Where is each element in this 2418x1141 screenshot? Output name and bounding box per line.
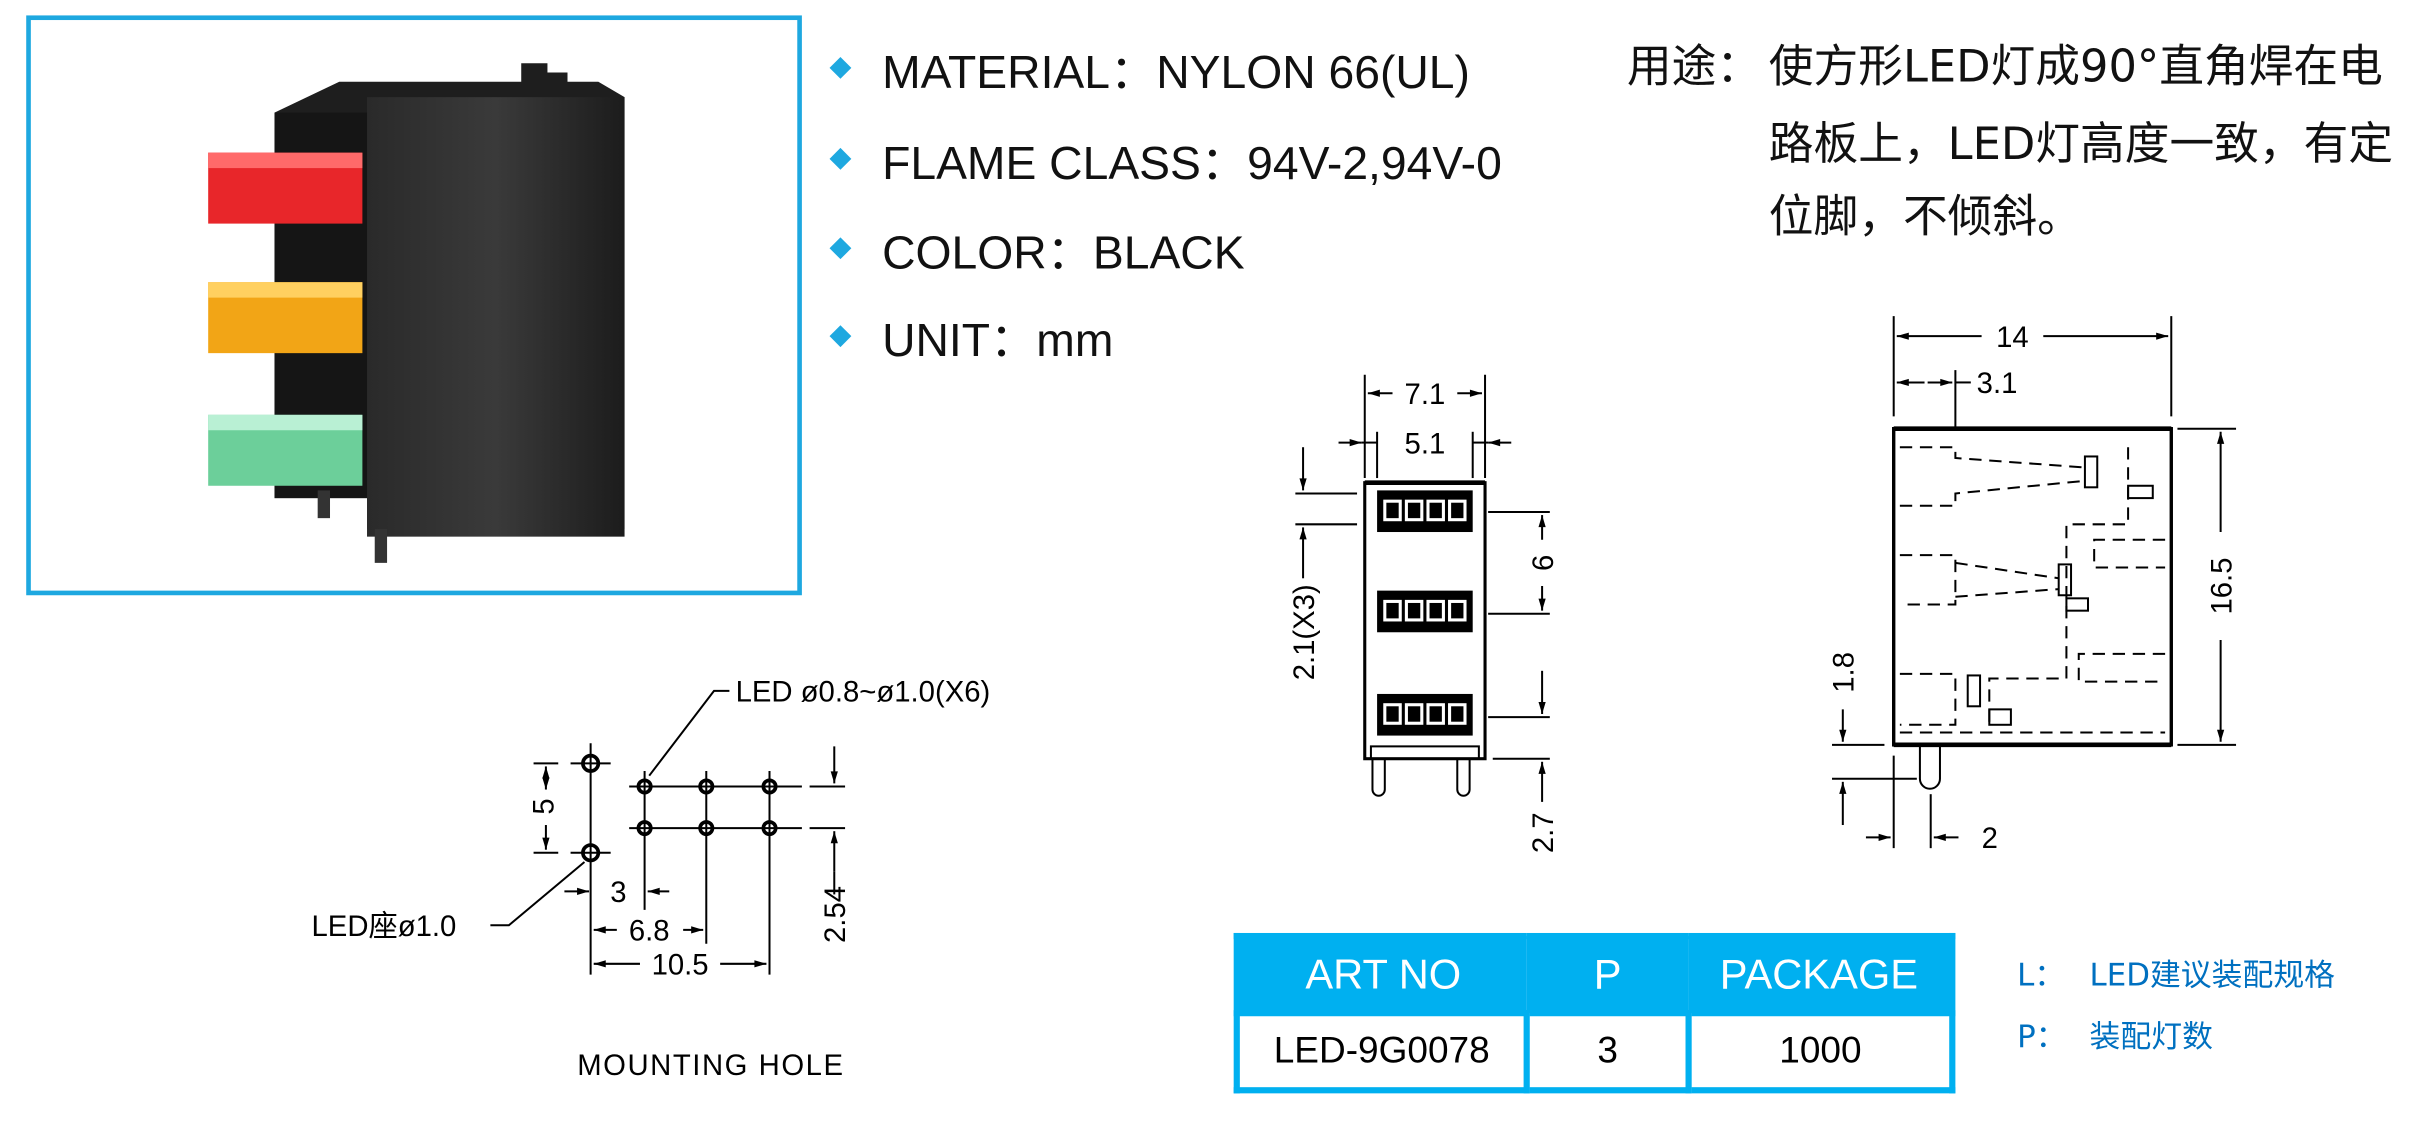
table-header-row: ART NO P PACKAGE bbox=[1236, 936, 1953, 1014]
usage-line: 使方形LED灯成90°直角焊在电 bbox=[1768, 40, 2383, 93]
legend-p-text: 装配灯数 bbox=[2089, 1017, 2213, 1055]
product-table: ART NO P PACKAGE LED-9G0078 3 1000 bbox=[1233, 932, 1956, 1094]
side-view-drawing bbox=[1832, 316, 2237, 849]
dim-2-1-x3: 2.1(X3) bbox=[1288, 584, 1321, 680]
dim-5: 5 bbox=[528, 798, 561, 814]
dim-3-1: 3.1 bbox=[1977, 367, 2018, 400]
dim-2-54: 2.54 bbox=[819, 886, 852, 943]
spec-flame-class: FLAME CLASS：94V-2,94V-0 bbox=[829, 125, 1502, 193]
mounting-hole-title: MOUNTING HOLE bbox=[577, 1049, 844, 1082]
dim-10-5: 10.5 bbox=[652, 949, 709, 982]
dim-6-8: 6.8 bbox=[629, 915, 670, 948]
spec-text: MATERIAL：NYLON 66(UL) bbox=[882, 47, 1470, 99]
cell-package: 1000 bbox=[1685, 1010, 1956, 1094]
usage-label: 用途： bbox=[1626, 40, 1762, 93]
header-package: PACKAGE bbox=[1688, 936, 1953, 1014]
dim-16-5: 16.5 bbox=[2205, 557, 2238, 614]
cell-p: 3 bbox=[1523, 1010, 1692, 1094]
dim-2-7: 2.7 bbox=[1527, 812, 1560, 853]
led-hole-label: LED ø0.8~ø1.0(X6) bbox=[736, 676, 991, 709]
cell-art-no: LED-9G0078 bbox=[1233, 1010, 1530, 1094]
spec-text: UNIT：mm bbox=[882, 316, 1114, 368]
dim-3: 3 bbox=[610, 876, 626, 909]
led-seat-label: LED座ø1.0 bbox=[312, 910, 457, 943]
table-row: LED-9G0078 3 1000 bbox=[1233, 1010, 1956, 1094]
legend-p-key: P： bbox=[2017, 1017, 2067, 1055]
legend-l-text: LED建议装配规格 bbox=[2089, 956, 2336, 994]
spec-material: MATERIAL：NYLON 66(UL) bbox=[829, 34, 1470, 102]
dim-7-1: 7.1 bbox=[1405, 378, 1446, 411]
mounting-hole-drawing bbox=[490, 689, 846, 975]
spec-color: COLOR：BLACK bbox=[829, 214, 1245, 282]
header-p: P bbox=[1526, 936, 1689, 1014]
header-art-no: ART NO bbox=[1236, 936, 1527, 1014]
dim-2: 2 bbox=[1982, 822, 1998, 855]
usage-line: 路板上，LED灯高度一致，有定 bbox=[1768, 117, 2394, 170]
product-photo-frame bbox=[26, 15, 802, 596]
legend-l-key: L： bbox=[2017, 956, 2066, 994]
dim-14: 14 bbox=[1996, 321, 2029, 354]
product-photo bbox=[208, 63, 625, 563]
spec-text: FLAME CLASS：94V-2,94V-0 bbox=[882, 138, 1502, 190]
dim-5-1: 5.1 bbox=[1405, 427, 1446, 460]
dim-1-8: 1.8 bbox=[1828, 652, 1861, 693]
usage-line: 位脚，不倾斜。 bbox=[1768, 189, 2082, 243]
spec-text: COLOR：BLACK bbox=[882, 228, 1245, 280]
dim-6: 6 bbox=[1527, 555, 1560, 571]
front-view-drawing bbox=[1295, 374, 1550, 802]
spec-unit: UNIT：mm bbox=[829, 302, 1114, 370]
